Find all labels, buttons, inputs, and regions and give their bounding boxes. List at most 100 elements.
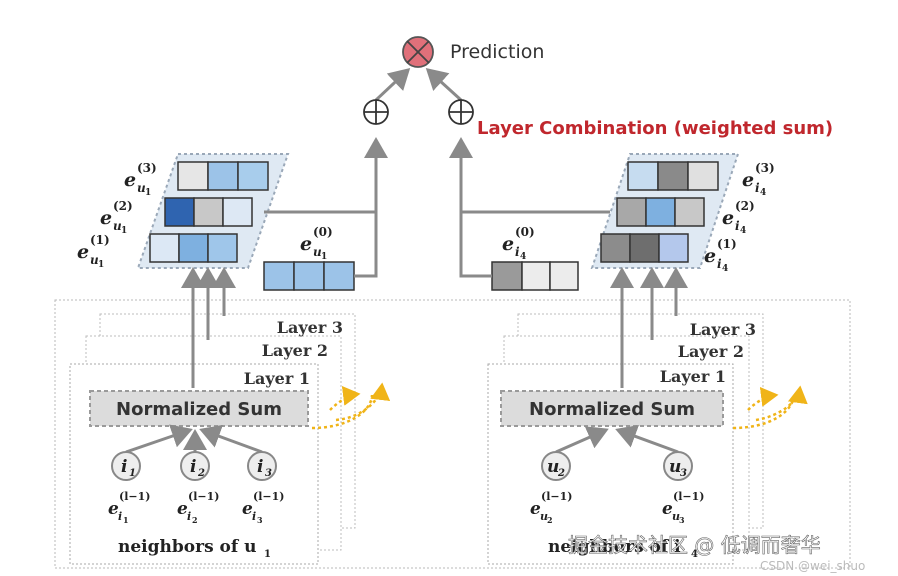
e-u3-prev: e [662, 499, 673, 519]
e-u1-2-sup: (2) [113, 199, 133, 213]
e-i2-prev-subidx: 2 [192, 515, 198, 525]
e-i4-1-subidx: 4 [722, 264, 728, 274]
node-u3-sub: 3 [680, 468, 687, 479]
watermark-main: 掘金技术社区 @ 低调而奢华 [568, 533, 821, 557]
node-i1-sub: 1 [129, 468, 136, 479]
right-normalized-sum-box [500, 390, 724, 427]
e-u1-3: e [124, 169, 136, 191]
e-u1-2-sub: u [113, 219, 122, 233]
node-u3-label: u [669, 457, 681, 477]
vertical-arrows [181, 67, 688, 388]
layer-combination-label: Layer Combination (weighted sum) [477, 118, 833, 139]
e-u3-prev-sup: (l−1) [673, 490, 704, 503]
e-u3-prev-subidx: 3 [679, 515, 685, 525]
watermark-csdn: CSDN @wei_shuo [760, 559, 865, 573]
right-recursion-arrows [732, 385, 808, 430]
right-neighbors-caption: neighbors of i [548, 537, 681, 557]
e-i3-prev: e [242, 499, 253, 519]
node-i3-label: i [257, 457, 263, 477]
e-i2-prev-sub: i [187, 510, 191, 523]
e-u1-0-sub: u [313, 245, 322, 259]
e-i1-prev-subidx: 1 [123, 515, 129, 525]
e-i1-prev-sub: i [118, 510, 122, 523]
left-neighbors-caption-sub: 1 [264, 549, 271, 560]
outer-container [54, 299, 851, 569]
e-i2-prev: e [177, 499, 188, 519]
left-normalized-sum-label: Normalized Sum [116, 399, 282, 420]
e-i4-3-sub: i [755, 181, 760, 195]
node-i3-sub: 3 [265, 468, 272, 479]
right-layer2-label: Layer 2 [678, 342, 744, 361]
e-i1-prev: e [108, 499, 119, 519]
e-i4-1: e [704, 245, 716, 267]
e-u2-prev: e [530, 499, 541, 519]
left-sum-node [363, 99, 389, 125]
e-i4-2-subidx: 4 [740, 226, 746, 236]
e-i4-1-sup: (1) [717, 237, 737, 251]
node-i3 [247, 451, 277, 481]
right-layer3-label: Layer 3 [690, 320, 756, 339]
e-u1-0-subidx: 1 [321, 252, 327, 262]
e-u1-1-sup: (1) [90, 233, 110, 247]
prediction-node [402, 36, 434, 68]
e-i2-prev-sup: (l−1) [188, 490, 219, 503]
e-i4-0-sup: (0) [515, 225, 535, 239]
right-neighbors-caption-sub: 4 [691, 549, 698, 560]
e-i3-prev-sup: (l−1) [253, 490, 284, 503]
right-layer-stack: Layer 3 Layer 2 Layer 1 Normalized Sum [487, 313, 764, 565]
right-neighbor-nodes: u 2 u 3 e (l−1) u 2 e (l−1) u 3 neighbor… [530, 424, 704, 560]
node-i1 [111, 451, 141, 481]
e-u1-3-sup: (3) [137, 161, 157, 175]
e-u1-1-sub: u [90, 253, 99, 267]
left-e0-vector: e (0) u 1 [263, 225, 355, 291]
right-sum-node [448, 99, 474, 125]
e-i4-0: e [502, 233, 514, 255]
right-layer1-label: Layer 1 [660, 367, 726, 386]
left-recursion-arrows [311, 382, 391, 430]
node-u3 [663, 451, 693, 481]
e-i3-prev-subidx: 3 [257, 515, 263, 525]
node-i1-label: i [121, 457, 127, 477]
e-i4-2-sup: (2) [735, 199, 755, 213]
e-i4-3-subidx: 4 [760, 188, 766, 198]
e-u1-3-sub: u [137, 181, 146, 195]
e-u1-2: e [100, 207, 112, 229]
left-embedding-stack: e (3) u 1 e (2) u 1 e (1) u 1 [77, 153, 290, 270]
e-u1-1-subidx: 1 [98, 260, 104, 270]
left-layer3-label: Layer 3 [277, 318, 343, 337]
e-i3-prev-sub: i [252, 510, 256, 523]
left-neighbors-caption: neighbors of u [118, 537, 256, 557]
e-i4-2-sub: i [735, 219, 740, 233]
e-u1-1: e [77, 241, 89, 263]
node-u2 [541, 451, 571, 481]
node-u2-sub: 2 [557, 468, 565, 479]
e-u3-prev-sub: u [672, 510, 680, 523]
left-layer1-label: Layer 1 [244, 369, 310, 388]
e-i4-2: e [722, 207, 734, 229]
e-u2-prev-subidx: 2 [547, 515, 553, 525]
left-layer2-label: Layer 2 [262, 341, 328, 360]
e-i4-3-sup: (3) [755, 161, 775, 175]
right-embedding-stack: e (3) i 4 e (2) i 4 e (1) i 4 [590, 153, 775, 274]
left-neighbor-nodes: i 1 i 2 i 3 e (l−1) i 1 e (l−1) i 2 e (l… [108, 424, 284, 560]
e-u1-0: e [300, 233, 312, 255]
left-layer-stack: Layer 3 Layer 2 Layer 1 Normalized Sum [69, 313, 356, 565]
e-i1-prev-sup: (l−1) [119, 490, 150, 503]
left-normalized-sum-box [89, 390, 309, 427]
e-u2-prev-sup: (l−1) [541, 490, 572, 503]
prediction-label: Prediction [450, 41, 544, 63]
e-u2-prev-sub: u [540, 510, 548, 523]
node-i2-sub: 2 [197, 468, 205, 479]
e-i4-0-subidx: 4 [520, 252, 526, 262]
e-i4-1-sub: i [717, 257, 722, 271]
right-normalized-sum-label: Normalized Sum [529, 399, 695, 420]
e-i4-0-sub: i [515, 245, 520, 259]
e-u1-2-subidx: 1 [121, 226, 127, 236]
e-u1-3-subidx: 1 [145, 188, 151, 198]
right-e0-vector: e (0) i 4 [491, 225, 579, 291]
e-i4-3: e [742, 169, 754, 191]
node-u2-label: u [547, 457, 559, 477]
node-i2 [180, 451, 210, 481]
node-i2-label: i [190, 457, 196, 477]
